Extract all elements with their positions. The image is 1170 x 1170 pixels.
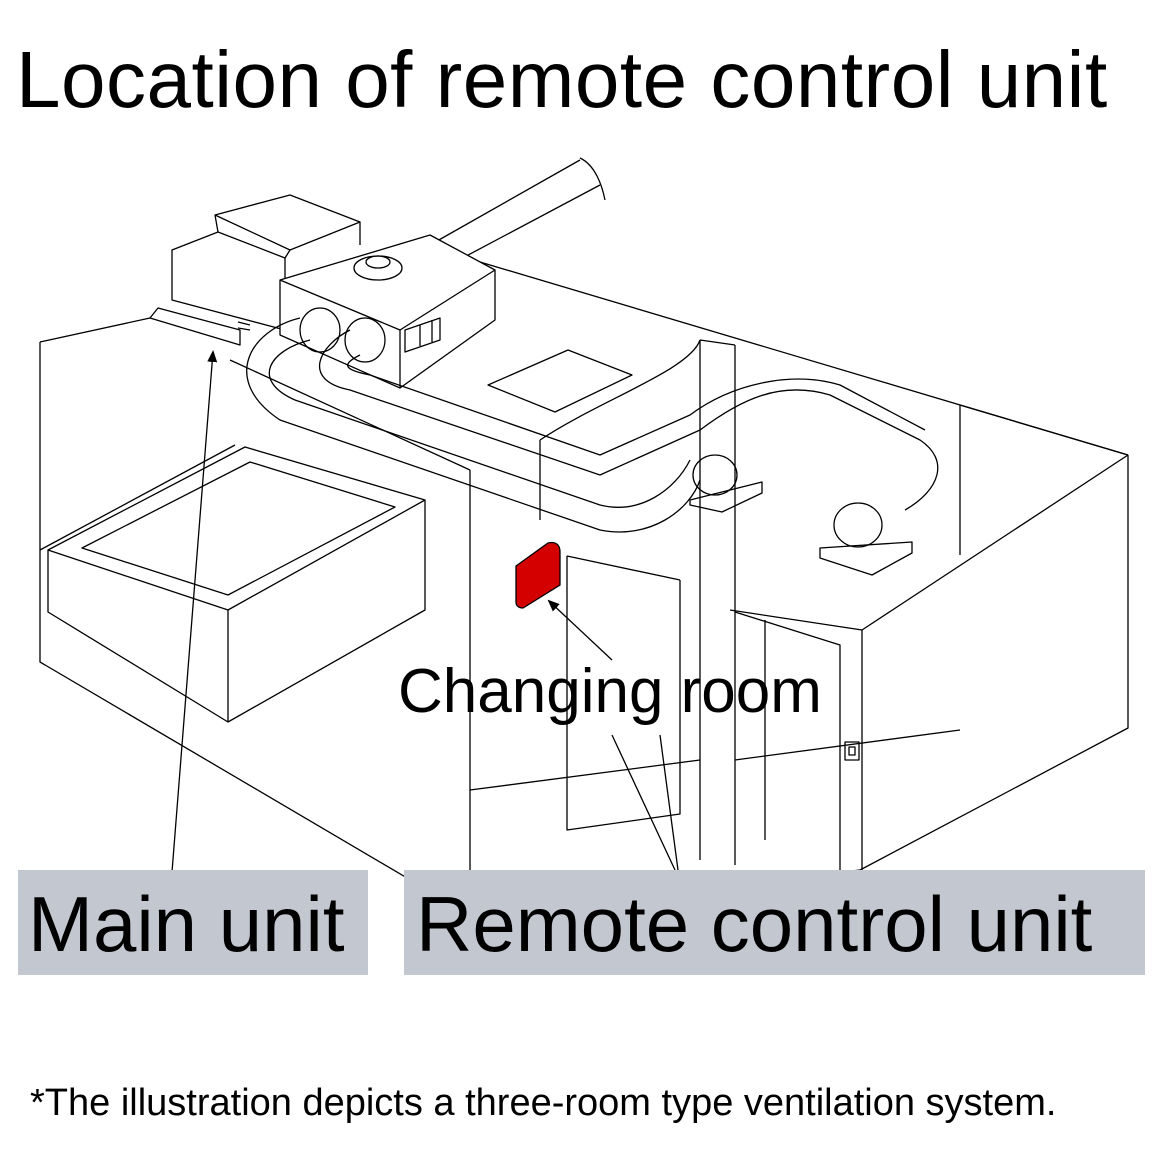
changing-room-label: Changing room [398, 657, 822, 726]
flexible-ducts [246, 307, 939, 533]
main-unit-leader [171, 350, 218, 873]
remote-unit-leader-1 [611, 734, 676, 871]
remote-control-unit-label: Remote control unit [416, 880, 1093, 968]
remote-control-unit-highlight [515, 541, 561, 609]
main-duct [429, 157, 606, 263]
diagram-title: Location of remote control unit [16, 35, 1108, 124]
footnote: *The illustration depicts a three-room t… [30, 1082, 1057, 1124]
bathtub [47, 446, 426, 723]
building-outline [39, 261, 1129, 916]
remote-control-unit-callout: Remote control unit [404, 870, 1145, 975]
changing-room-leader [547, 599, 613, 661]
main-unit-callout: Main unit [18, 870, 368, 975]
main-unit-label: Main unit [28, 880, 345, 968]
room-doors [566, 555, 860, 870]
ceiling-vents [487, 349, 913, 576]
remote-unit-leader-2 [659, 734, 679, 871]
main-unit-body [149, 194, 496, 389]
